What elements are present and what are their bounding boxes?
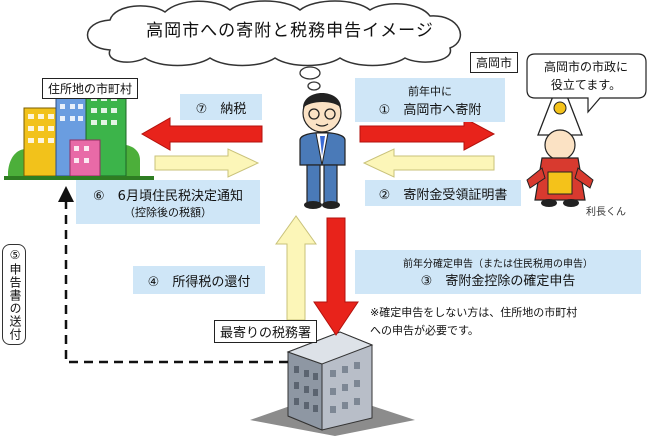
speech-bubble bbox=[526, 53, 647, 114]
speech-text: 高岡市の市政に 役立てます。 bbox=[538, 58, 634, 94]
step-7-box: ⑦ 納税 bbox=[180, 94, 262, 120]
note-line-2: への申告が必要です。 bbox=[370, 324, 479, 337]
city-buildings-icon bbox=[4, 89, 154, 180]
diagram-title: 高岡市への寄附と税務申告イメージ bbox=[146, 21, 434, 41]
arrow-6-notice bbox=[154, 148, 260, 178]
mascot-name: 利長くん bbox=[586, 207, 626, 218]
tax-office-building-icon bbox=[250, 331, 415, 436]
arrow-5-dashed bbox=[58, 186, 288, 364]
step-1-box: 前年中に ① 高岡市へ寄附 bbox=[355, 78, 505, 122]
arrow-3-tax-return bbox=[313, 217, 359, 336]
step-2-box: ② 寄附金受領証明書 bbox=[365, 180, 521, 206]
step-3-text: ③ 寄附金控除の確定申告 bbox=[420, 274, 576, 289]
speech-line-2: 役立てます。 bbox=[550, 78, 622, 92]
step-5-label: ⑤申告書の送付 bbox=[2, 244, 26, 345]
step-4-box: ④ 所得税の還付 bbox=[133, 266, 265, 294]
note-line-1: ※確定申告をしない方は、住所地の市町村 bbox=[370, 306, 578, 319]
person-icon bbox=[299, 93, 346, 209]
step-6-box: ⑥ 6月頃住民税決定通知 （控除後の税額） bbox=[76, 180, 260, 224]
label-tax-office: 最寄りの税務署 bbox=[214, 320, 318, 343]
arrow-2-certificate bbox=[362, 148, 495, 178]
thought-cloud bbox=[86, 0, 462, 91]
speech-line-1: 高岡市の市政に bbox=[543, 60, 628, 74]
arrow-4-refund bbox=[275, 215, 317, 321]
mascot-icon bbox=[526, 76, 594, 207]
label-takaoka: 高岡市 bbox=[470, 52, 519, 73]
arrow-1-donation bbox=[359, 117, 496, 151]
label-residence: 住所地の市町村 bbox=[42, 78, 139, 99]
step-6-sub: （控除後の税額） bbox=[124, 205, 212, 219]
step-3-pre: 前年分確定申告（または住民税用の申告） bbox=[403, 259, 593, 270]
step-1-pre: 前年中に bbox=[408, 84, 452, 98]
step-6-text: ⑥ 6月頃住民税決定通知 bbox=[93, 188, 243, 204]
arrow-7-payment bbox=[140, 117, 263, 151]
step-3-box: 前年分確定申告（または住民税用の申告） ③ 寄附金控除の確定申告 bbox=[355, 250, 641, 294]
step-1-text: ① 高岡市へ寄附 bbox=[378, 102, 482, 118]
note-text: ※確定申告をしない方は、住所地の市町村 への申告が必要です。 bbox=[370, 304, 640, 340]
